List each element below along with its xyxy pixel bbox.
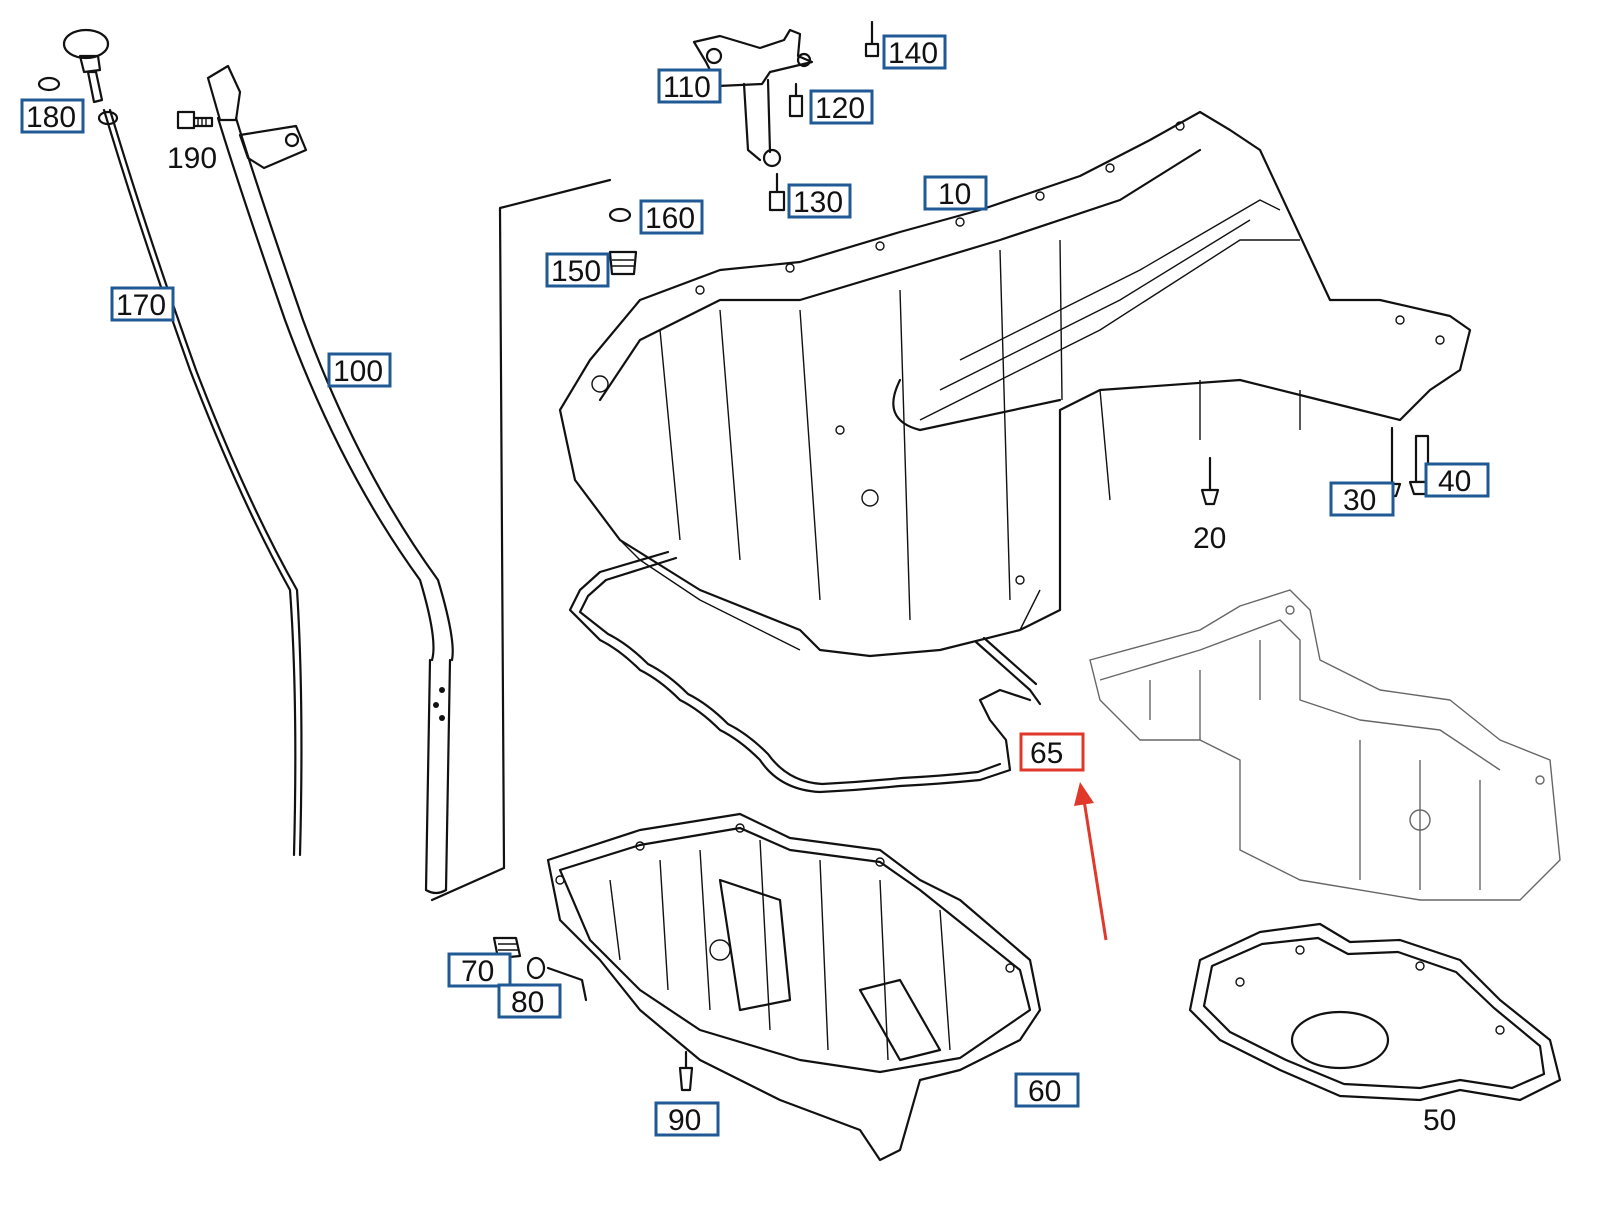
svg-text:70: 70 (461, 955, 494, 988)
callout-50[interactable]: 50 (1423, 1104, 1456, 1137)
svg-text:65: 65 (1030, 737, 1063, 770)
svg-text:40: 40 (1438, 465, 1471, 498)
gasket-65 (568, 550, 1042, 794)
bolt-190 (176, 110, 214, 130)
lower-oil-pan (546, 812, 1042, 1162)
leader-bracket (430, 178, 612, 902)
callout-90[interactable]: 90 (654, 1101, 720, 1137)
svg-text:150: 150 (551, 255, 601, 288)
callout-120[interactable]: 120 (809, 89, 874, 125)
svg-text:110: 110 (663, 71, 711, 104)
bolt-20 (1200, 456, 1220, 506)
seal-ring-80 (526, 956, 546, 980)
callout-110[interactable]: 110 (657, 68, 722, 104)
dipstick-guide-tube (206, 64, 454, 895)
svg-text:190: 190 (167, 142, 217, 175)
bolt-140 (864, 20, 880, 58)
plug-150 (608, 250, 638, 276)
bolt-130 (768, 172, 786, 212)
alternative-upper-pan-variant (1089, 589, 1561, 901)
svg-text:180: 180 (26, 101, 76, 134)
callout-150[interactable]: 150 (545, 252, 610, 288)
leader-bracket-drain (546, 966, 588, 1002)
svg-text:120: 120 (815, 92, 865, 125)
callout-170[interactable]: 170 (110, 286, 175, 322)
svg-text:10: 10 (938, 178, 971, 211)
callout-130[interactable]: 130 (787, 183, 852, 219)
highlight-arrow (1074, 782, 1108, 941)
upper-oil-pan (558, 110, 1472, 658)
callout-60[interactable]: 60 (1014, 1072, 1080, 1108)
svg-text:140: 140 (888, 37, 938, 70)
svg-text:60: 60 (1028, 1075, 1061, 1108)
callout-10[interactable]: 10 (923, 175, 988, 211)
svg-text:30: 30 (1343, 484, 1376, 517)
callout-100[interactable]: 100 (327, 352, 392, 388)
svg-text:20: 20 (1193, 522, 1226, 555)
callout-20[interactable]: 20 (1193, 522, 1226, 555)
svg-text:80: 80 (511, 986, 544, 1019)
bolt-120 (788, 82, 804, 118)
svg-text:130: 130 (793, 186, 843, 219)
bracket-110 (692, 28, 814, 168)
svg-text:170: 170 (116, 289, 166, 322)
callout-30[interactable]: 30 (1329, 481, 1395, 517)
callout-80[interactable]: 80 (497, 983, 562, 1019)
svg-text:50: 50 (1423, 1104, 1456, 1137)
callout-65[interactable]: 65 (1019, 732, 1085, 772)
svg-text:100: 100 (333, 355, 383, 388)
callout-70[interactable]: 70 (447, 952, 512, 988)
callout-180[interactable]: 180 (20, 98, 85, 134)
callout-40[interactable]: 40 (1424, 462, 1490, 498)
dipstick (37, 28, 303, 857)
svg-text:160: 160 (645, 202, 695, 235)
bolt-90 (678, 1050, 694, 1092)
washer-160 (608, 207, 632, 223)
oil-pan-50 (1188, 922, 1562, 1102)
callout-160[interactable]: 160 (639, 199, 704, 235)
callout-190[interactable]: 190 (167, 142, 217, 175)
callout-140[interactable]: 140 (882, 34, 947, 70)
svg-text:90: 90 (668, 1104, 701, 1137)
